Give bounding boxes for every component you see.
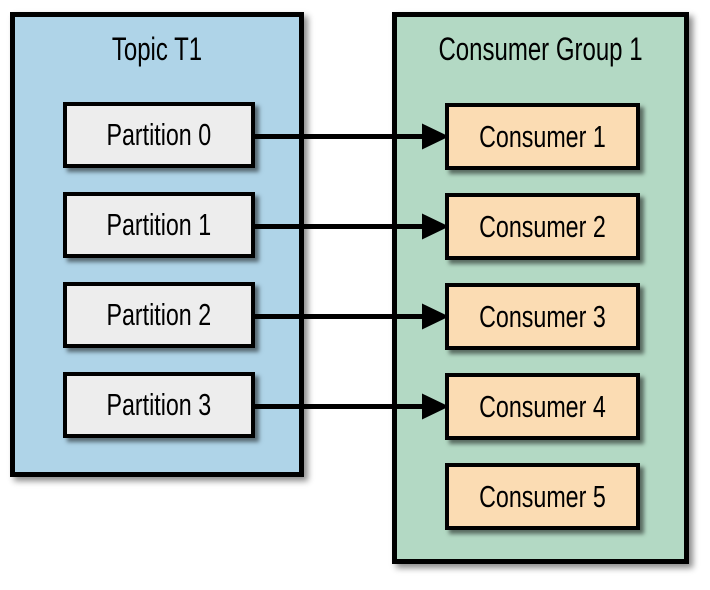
consumer-node: Consumer 3 [445, 283, 640, 350]
consumer-node-label: Consumer 1 [479, 118, 606, 154]
consumer-node: Consumer 2 [445, 193, 640, 260]
partition-node-label: Partition 1 [106, 207, 212, 242]
consumer-node: Consumer 4 [445, 373, 640, 440]
consumer-node-label: Consumer 3 [479, 298, 606, 334]
topic-title: Topic T1 [111, 31, 203, 67]
partition-node: Partition 3 [63, 372, 255, 438]
consumer-group-title: Consumer Group 1 [438, 31, 643, 67]
partition-list: Partition 0 Partition 1 Partition 2 Partiti… [63, 102, 255, 438]
partition-node: Partition 2 [63, 282, 255, 348]
consumer-list: Consumer 1 Consumer 2 Consumer 3 Consumer 4… [445, 103, 640, 530]
consumer-node-label: Consumer 5 [479, 478, 606, 514]
consumer-node-label: Consumer 4 [479, 388, 606, 424]
partition-node-label: Partition 2 [106, 297, 212, 332]
consumer-node: Consumer 5 [445, 463, 640, 530]
partition-node: Partition 1 [63, 192, 255, 258]
consumer-node-label: Consumer 2 [479, 208, 606, 244]
partition-node-label: Partition 3 [106, 387, 212, 422]
partition-node: Partition 0 [63, 102, 255, 168]
consumer-node: Consumer 1 [445, 103, 640, 170]
partition-node-label: Partition 0 [106, 117, 212, 152]
